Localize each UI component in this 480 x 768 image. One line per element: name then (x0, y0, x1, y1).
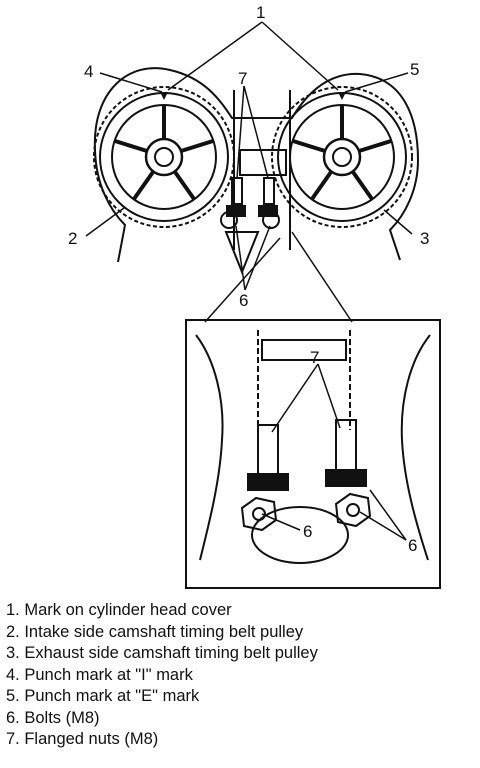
callout-6-main: 6 (239, 291, 248, 310)
detail-inset (195, 330, 431, 564)
detail-inset-frame (185, 319, 441, 589)
exhaust-camshaft-pulley (270, 85, 414, 229)
callout-6-detail-right: 6 (408, 536, 417, 555)
legend-item: 7. Flanged nuts (M8) (6, 730, 159, 748)
punch-mark-i (160, 92, 168, 100)
legend-item: 4. Punch mark at "I" mark (6, 665, 193, 684)
timing-belt (233, 90, 291, 250)
callout-3: 3 (420, 229, 429, 248)
legend-list: 1. Mark on cylinder head cover 2. Intake… (6, 600, 476, 751)
intake-camshaft-pulley (92, 85, 236, 229)
callout-7-detail: 7 (310, 348, 319, 367)
callout-1: 1 (256, 3, 265, 22)
punch-mark-e (338, 92, 346, 100)
callout-5: 5 (410, 60, 419, 79)
leader-lines (85, 21, 413, 323)
callout-2: 2 (68, 229, 77, 248)
legend-item: 1. Mark on cylinder head cover (6, 601, 232, 619)
detail-leader-lines (261, 363, 407, 541)
callout-6-detail-left: 6 (303, 522, 312, 541)
callout-7-main: 7 (238, 69, 247, 88)
tensioner-assembly (220, 177, 280, 275)
legend-item: 3. Exhaust side camshaft timing belt pul… (6, 644, 318, 662)
legend-item: 5. Punch mark at "E" mark (6, 687, 200, 705)
legend-item: 6. Bolts (M8) (6, 708, 100, 727)
callout-4: 4 (84, 62, 93, 81)
timing-belt-diagram: 1 4 7 5 2 3 6 7 6 6 (68, 3, 441, 589)
legend-item: 2. Intake side camshaft timing belt pull… (6, 622, 304, 641)
